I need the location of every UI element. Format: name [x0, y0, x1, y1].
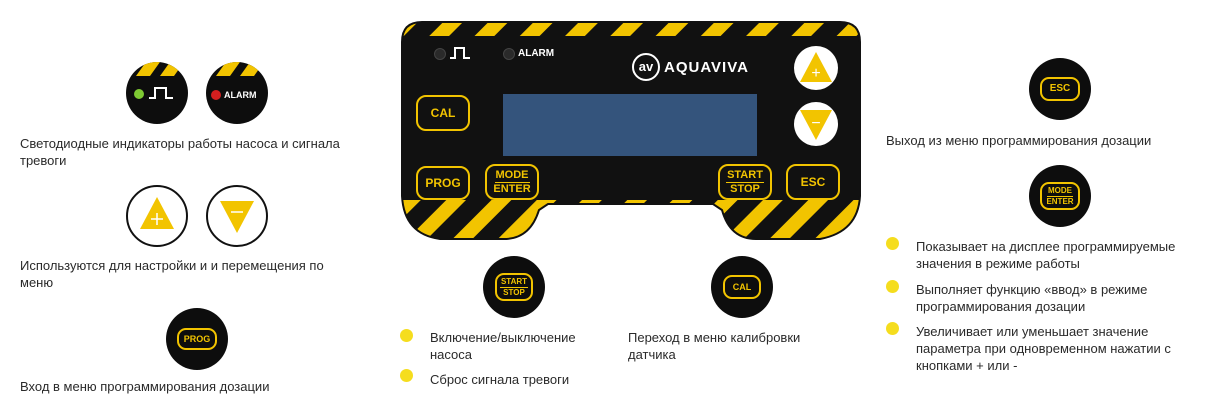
alarm-label: ALARM — [224, 90, 257, 100]
caption-arrows: Используются для настройки и и перемещен… — [20, 258, 324, 290]
pump-indicator-button — [126, 62, 188, 124]
caption-prog: Вход в меню программирования дозации — [20, 379, 270, 394]
bullet-dot — [400, 329, 413, 342]
minus-triangle-icon — [220, 201, 254, 233]
lcd-display — [503, 94, 757, 156]
stop-label: STOP — [503, 287, 525, 297]
caption-start-stop-1: Включение/выключение насоса — [430, 330, 576, 362]
pump-led — [434, 48, 446, 60]
panel-start-stop-button[interactable]: START STOP — [718, 164, 772, 200]
alarm-indicator-button: ALARM — [206, 62, 268, 124]
start-label: START — [499, 276, 529, 288]
pump-pulse-icon — [449, 46, 471, 65]
mode-enter-button: MODE ENTER — [1029, 165, 1091, 227]
prog-button: PROG — [166, 308, 228, 370]
cal-key: CAL — [723, 275, 761, 299]
panel-minus-button[interactable]: − — [794, 102, 838, 146]
bullet-dot — [400, 369, 413, 382]
caption-mode-1: Показывает на дисплее программируемые зн… — [916, 239, 1176, 271]
enter-label: ENTER — [1046, 196, 1074, 206]
aquaviva-logo-icon: av — [632, 53, 660, 81]
caption-esc: Выход из меню программирования дозации — [886, 133, 1152, 148]
panel-body — [401, 21, 861, 240]
pulse-icon — [149, 87, 173, 99]
panel-esc-button[interactable]: ESC — [786, 164, 840, 200]
bullet-dot — [886, 322, 899, 335]
plus-button — [126, 185, 188, 247]
panel-plus-button[interactable]: + — [794, 46, 838, 90]
stop-label: STOP — [730, 182, 760, 195]
red-led-icon — [211, 90, 221, 100]
caption-mode-2: Выполняет функцию «ввод» в режиме програ… — [916, 282, 1148, 314]
mode-enter-key: MODE ENTER — [1040, 182, 1080, 210]
esc-key: ESC — [1040, 77, 1080, 101]
bullet-dot — [886, 280, 899, 293]
caption-cal: Переход в меню калибровки датчика — [628, 330, 801, 362]
cal-button: CAL — [711, 256, 773, 318]
prog-key: PROG — [177, 328, 217, 350]
start-stop-button: START STOP — [483, 256, 545, 318]
alarm-led — [503, 48, 515, 60]
start-label: START — [726, 168, 764, 183]
hazard-stripe-icon — [216, 62, 264, 76]
caption-indicators: Светодиодные индикаторы работы насоса и … — [20, 136, 340, 168]
panel-mode-enter-button[interactable]: MODE ENTER — [485, 164, 539, 200]
mode-label: MODE — [1047, 185, 1073, 197]
mode-label: MODE — [494, 168, 530, 183]
green-led-icon — [134, 89, 144, 99]
start-stop-key: START STOP — [495, 273, 533, 301]
minus-button — [206, 185, 268, 247]
svg-text:−: − — [811, 115, 820, 132]
brand-name: AQUAVIVA — [664, 59, 749, 76]
triangle-down-icon: − — [800, 110, 832, 140]
panel-prog-button[interactable]: PROG — [416, 166, 470, 200]
hazard-stripe-icon — [136, 62, 184, 76]
svg-text:+: + — [811, 65, 820, 82]
caption-start-stop-2: Сброс сигнала тревоги — [430, 372, 570, 387]
enter-label: ENTER — [493, 182, 531, 195]
control-panel — [400, 20, 862, 250]
caption-mode-3: Увеличивает или уменьшает значение парам… — [916, 324, 1171, 373]
esc-button: ESC — [1029, 58, 1091, 120]
panel-cal-button[interactable]: CAL — [416, 95, 470, 131]
panel-alarm-label: ALARM — [518, 48, 555, 59]
triangle-up-icon: + — [800, 52, 832, 82]
bullet-dot — [886, 237, 899, 250]
plus-triangle-icon — [140, 197, 174, 229]
